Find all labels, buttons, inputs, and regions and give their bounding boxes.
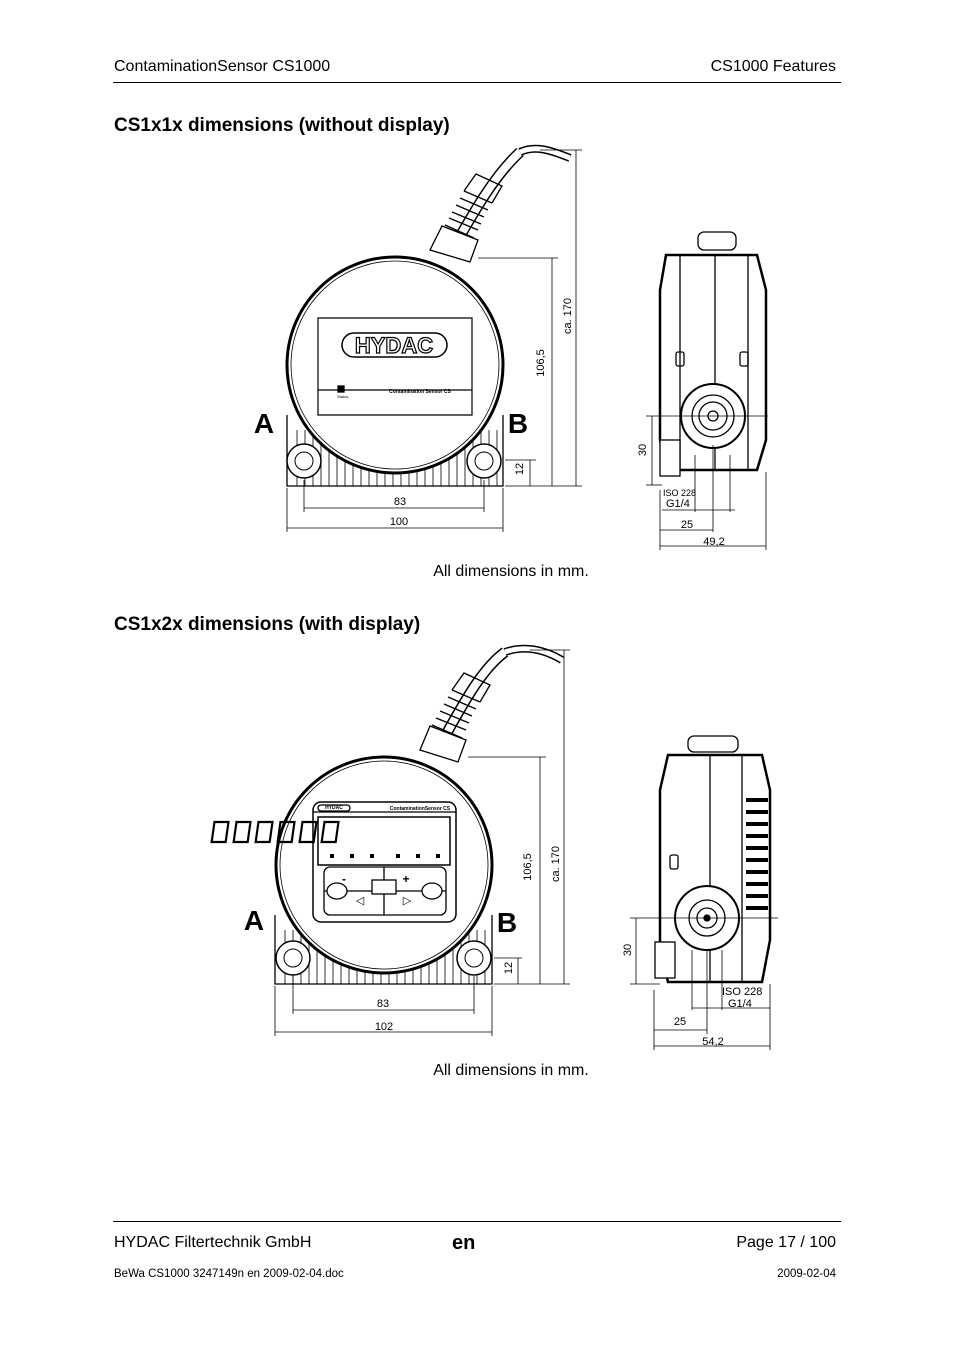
footer-language: en [452, 1232, 476, 1254]
right-arrow-icon: ▷ [403, 895, 412, 907]
left-arrow-icon: ◁ [356, 895, 365, 907]
dim-depth-2: 54,2 [702, 1036, 723, 1048]
dim-height-body-2: 106,5 [522, 853, 534, 881]
drawing-cs1x2x: HYDAC ContaminationSensor CS - + ◁ ▷ A B… [210, 644, 778, 1050]
header-rule [113, 82, 841, 83]
dim-port-offset-2: 25 [674, 1016, 686, 1028]
panel-text-2: ContaminationSensor CS [390, 806, 451, 812]
connector-icon [429, 173, 503, 263]
port-thread-2: G1/4 [728, 998, 752, 1010]
dim-height-body-1: 106,5 [535, 349, 547, 377]
dim-width-1: 100 [390, 516, 408, 528]
dim-width-2: 102 [375, 1021, 393, 1033]
dim-foot-height-1: 12 [514, 463, 526, 475]
drawing-cs1x1x: HYDAC Contamination Sensor CS Status A B… [254, 144, 768, 550]
port-std-1: ISO 228 [663, 488, 696, 498]
port-thread-1: G1/4 [666, 498, 690, 510]
section-title-cs1x2x: CS1x2x dimensions (with display) [114, 614, 421, 635]
side-label-a-1: A [254, 408, 274, 439]
side-view-2 [654, 735, 772, 984]
panel-text-1: Contamination Sensor CS [389, 389, 451, 395]
side-label-a-2: A [244, 905, 264, 936]
caption-cs1x1x: All dimensions in mm. [433, 563, 589, 580]
port-std-2: ISO 228 [722, 986, 762, 998]
brand-logo-1: HYDAC [355, 333, 433, 358]
side-view-1 [658, 231, 768, 477]
footer-document-name: BeWa CS1000 3247149n en 2009-02-04.doc [114, 1268, 344, 1280]
header-document-title: ContaminationSensor CS1000 [114, 58, 331, 75]
header-chapter-title: CS1000 Features [710, 58, 836, 75]
connector-icon [419, 672, 491, 763]
footer-date: 2009-02-04 [777, 1268, 836, 1280]
minus-icon: - [342, 872, 346, 886]
side-label-b-2: B [497, 907, 517, 938]
dim-hole-spacing-1: 83 [394, 496, 406, 508]
dim-port-height-1: 30 [637, 444, 649, 456]
dim-port-offset-1: 25 [681, 519, 693, 531]
footer-company: HYDAC Filtertechnik GmbH [114, 1234, 312, 1251]
dim-height-total-1: ca. 170 [562, 298, 574, 334]
dim-hole-spacing-2: 83 [377, 998, 389, 1010]
dim-foot-height-2: 12 [503, 962, 515, 974]
status-label-1: Status [337, 394, 348, 399]
brand-logo-2: HYDAC [325, 805, 343, 811]
footer-page-number: Page 17 / 100 [736, 1234, 836, 1251]
plus-icon: + [402, 872, 409, 886]
dim-height-total-2: ca. 170 [550, 846, 562, 882]
section-title-cs1x1x: CS1x1x dimensions (without display) [114, 115, 450, 136]
side-label-b-1: B [508, 408, 528, 439]
footer-rule [113, 1221, 841, 1222]
dim-port-height-2: 30 [622, 944, 634, 956]
dim-depth-1: 49,2 [703, 536, 724, 548]
caption-cs1x2x: All dimensions in mm. [433, 1062, 589, 1079]
